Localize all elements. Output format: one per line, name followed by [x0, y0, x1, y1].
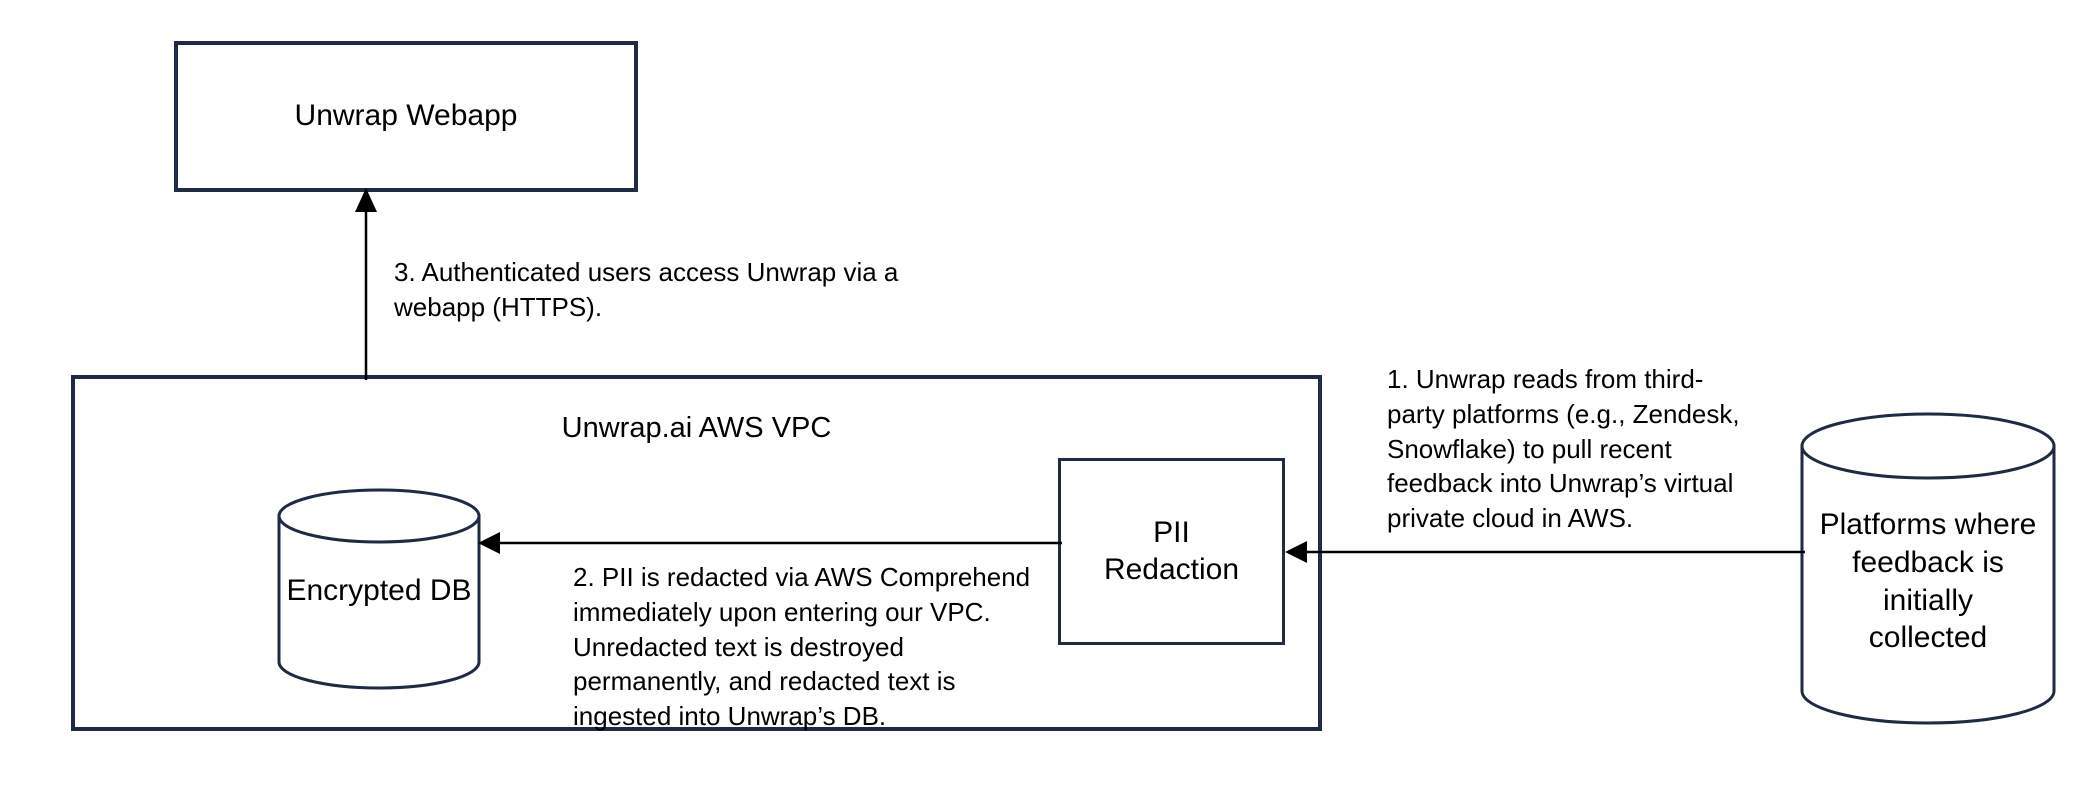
node-unwrap-aws-vpc-title: Unwrap.ai AWS VPC	[561, 412, 832, 444]
callout-step-2: 2. PII is redacted via AWS Comprehend im…	[573, 562, 1031, 732]
connector-vpc-to-unwrap-webapp	[355, 188, 377, 380]
node-pii-redaction[interactable]: PII Redaction	[1058, 458, 1285, 645]
connector-pii-redaction-to-encrypted-db	[478, 532, 1062, 554]
cylinder-shape	[277, 488, 481, 690]
node-encrypted-db[interactable]: Encrypted DB	[277, 488, 481, 690]
cylinder-shape	[1800, 412, 2056, 725]
node-encrypted-db-label: Encrypted DB	[286, 574, 472, 607]
arrowhead-icon	[478, 532, 500, 554]
node-platforms[interactable]: Platforms where feedback is initially co…	[1800, 412, 2056, 725]
callout-step-1: 1. Unwrap reads from third-party platfor…	[1387, 364, 1740, 534]
connector-platforms-to-pii-redaction	[1285, 541, 1805, 563]
callout-step-3: 3. Authenticated users access Unwrap via…	[394, 257, 899, 322]
node-unwrap-webapp[interactable]: Unwrap Webapp	[174, 41, 638, 192]
node-pii-redaction-label: PII Redaction	[1103, 515, 1240, 586]
arrowhead-icon	[1285, 541, 1307, 563]
node-platforms-label: Platforms where feedback is initially co…	[1819, 508, 2037, 655]
arrowhead-icon	[355, 188, 377, 212]
node-unwrap-webapp-label: Unwrap Webapp	[294, 99, 518, 133]
